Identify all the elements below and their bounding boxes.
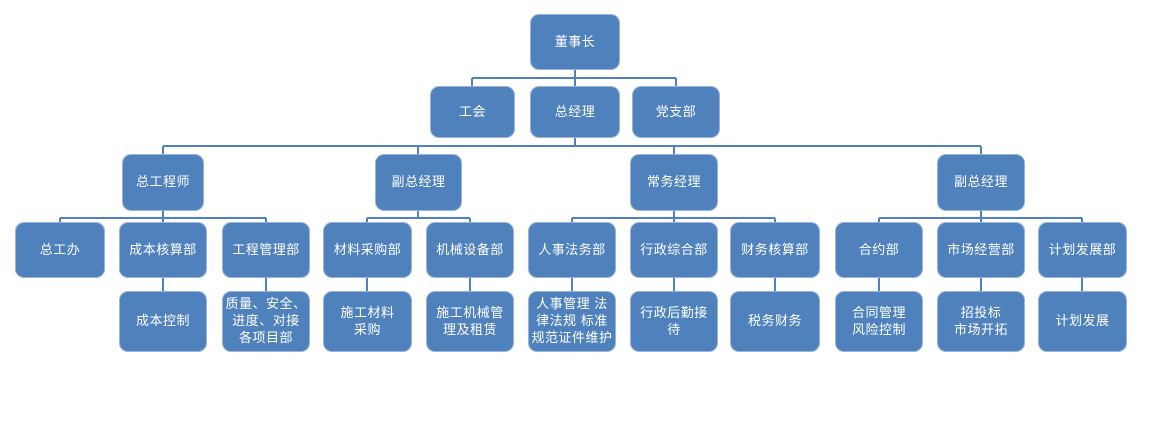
org-node-chief-engineer-office-label: 总工办 bbox=[39, 241, 81, 257]
org-node-labor-union-label: 工会 bbox=[458, 103, 486, 119]
org-node-deputy-gm-left-label: 副总经理 bbox=[391, 174, 446, 190]
org-node-engineering-mgmt-dept-label: 工程管理部 bbox=[232, 241, 300, 257]
org-node-executive-manager: 常务经理 bbox=[630, 154, 718, 211]
org-node-machinery-mgmt-leasing-label: 施工机械管 理及租赁 bbox=[436, 304, 504, 337]
org-node-chief-engineer-office: 总工办 bbox=[15, 222, 105, 278]
org-node-general-manager-label: 总经理 bbox=[554, 103, 596, 119]
org-node-admin-general-dept-label: 行政综合部 bbox=[640, 241, 708, 257]
org-node-quality-safety-projects: 质量、安全、 进度、对接 各项目部 bbox=[222, 291, 310, 352]
org-node-bidding-market-expansion-label: 招投标 市场开拓 bbox=[953, 304, 1008, 337]
org-node-deputy-gm-right-label: 副总经理 bbox=[953, 174, 1008, 190]
org-node-hr-legal-dept: 人事法务部 bbox=[528, 222, 616, 278]
org-node-chief-engineer-label: 总工程师 bbox=[135, 174, 190, 190]
org-node-admin-logistics-reception-label: 行政后勤接 待 bbox=[640, 304, 708, 337]
org-node-chief-engineer: 总工程师 bbox=[122, 154, 204, 211]
org-node-contract-risk-control-label: 合同管理 风险控制 bbox=[851, 304, 906, 337]
org-node-cost-control: 成本控制 bbox=[119, 291, 207, 352]
org-node-planning-development-dept: 计划发展部 bbox=[1038, 222, 1127, 278]
org-node-machinery-equipment-dept: 机械设备部 bbox=[426, 222, 514, 278]
org-node-market-operation-dept: 市场经营部 bbox=[937, 222, 1025, 278]
org-node-tax-finance-label: 税务财务 bbox=[747, 313, 802, 329]
org-node-planning-development: 计划发展 bbox=[1038, 291, 1127, 352]
org-node-planning-development-dept-label: 计划发展部 bbox=[1048, 241, 1117, 257]
org-node-admin-general-dept: 行政综合部 bbox=[630, 222, 718, 278]
org-node-cost-accounting-dept-label: 成本核算部 bbox=[129, 241, 197, 257]
org-node-admin-logistics-reception: 行政后勤接 待 bbox=[630, 291, 718, 352]
org-node-construction-material-procurement: 施工材料 采购 bbox=[323, 291, 412, 352]
org-node-planning-development-label: 计划发展 bbox=[1055, 313, 1110, 329]
org-node-hr-legal-duties-label: 人事管理 法 律法规 标准 规范证件维护 bbox=[531, 296, 613, 345]
org-node-contract-risk-control: 合同管理 风险控制 bbox=[835, 291, 923, 352]
org-node-hr-legal-duties: 人事管理 法 律法规 标准 规范证件维护 bbox=[528, 291, 616, 352]
org-node-cost-control-label: 成本控制 bbox=[135, 313, 190, 329]
org-node-contract-dept-label: 合约部 bbox=[858, 241, 900, 257]
org-node-finance-accounting-dept-label: 财务核算部 bbox=[741, 241, 809, 257]
org-node-contract-dept: 合约部 bbox=[835, 222, 923, 278]
org-node-executive-manager-label: 常务经理 bbox=[646, 174, 701, 190]
org-node-chairman: 董事长 bbox=[530, 14, 620, 70]
org-node-finance-accounting-dept: 财务核算部 bbox=[730, 222, 820, 278]
org-node-party-branch-label: 党支部 bbox=[655, 103, 697, 119]
org-node-machinery-mgmt-leasing: 施工机械管 理及租赁 bbox=[426, 291, 514, 352]
org-node-engineering-mgmt-dept: 工程管理部 bbox=[222, 222, 310, 278]
org-node-cost-accounting-dept: 成本核算部 bbox=[119, 222, 207, 278]
org-node-general-manager: 总经理 bbox=[530, 86, 620, 138]
org-node-construction-material-procurement-label: 施工材料 采购 bbox=[340, 304, 395, 337]
org-node-chairman-label: 董事长 bbox=[554, 33, 596, 49]
org-node-tax-finance: 税务财务 bbox=[730, 291, 820, 352]
org-node-deputy-gm-left: 副总经理 bbox=[375, 154, 462, 211]
org-node-market-operation-dept-label: 市场经营部 bbox=[947, 241, 1015, 257]
org-node-quality-safety-projects-label: 质量、安全、 进度、对接 各项目部 bbox=[225, 296, 307, 345]
org-node-material-procurement-dept: 材料采购部 bbox=[323, 222, 412, 278]
org-node-labor-union: 工会 bbox=[430, 86, 515, 138]
org-node-deputy-gm-right: 副总经理 bbox=[937, 154, 1025, 211]
org-node-hr-legal-dept-label: 人事法务部 bbox=[538, 241, 606, 257]
org-node-party-branch: 党支部 bbox=[632, 86, 720, 138]
org-node-machinery-equipment-dept-label: 机械设备部 bbox=[436, 241, 504, 257]
org-node-bidding-market-expansion: 招投标 市场开拓 bbox=[937, 291, 1025, 352]
org-node-material-procurement-dept-label: 材料采购部 bbox=[333, 241, 402, 257]
